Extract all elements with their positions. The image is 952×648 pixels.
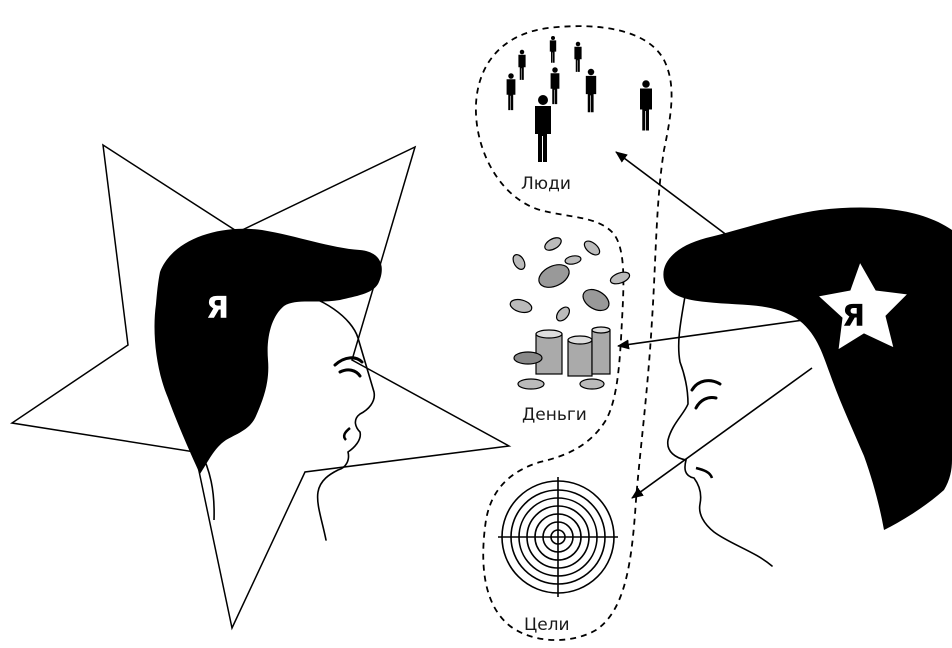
coin [512, 254, 526, 270]
people-group [506, 36, 652, 162]
person-figure [549, 36, 557, 63]
right-self-label: Я [842, 299, 865, 334]
coin [564, 255, 582, 265]
money-label: Деньги [522, 405, 587, 425]
right-star [816, 260, 910, 351]
person-figure [550, 67, 560, 105]
right-eye [690, 379, 722, 410]
left-face-profile [289, 291, 376, 541]
coin [538, 264, 570, 288]
coin [544, 237, 562, 251]
goals-label: Цели [524, 615, 570, 635]
person-figure [506, 73, 516, 111]
left-figure: Я [9, 143, 512, 631]
coin [509, 298, 533, 314]
right-figure: Я [663, 207, 952, 567]
person-figure [535, 95, 551, 162]
person-figure [585, 68, 597, 113]
money-group [509, 237, 631, 390]
people-label: Люди [521, 174, 571, 194]
right-face-profile [666, 289, 773, 567]
right-hair [663, 207, 952, 531]
coin [582, 288, 610, 312]
arrow-to-goals [631, 367, 813, 499]
left-self-label: Я [206, 291, 229, 326]
person-figure [640, 80, 652, 131]
coin [583, 240, 601, 256]
coin [555, 306, 571, 322]
targets-dashed-boundary [475, 25, 673, 641]
person-figure [518, 49, 526, 80]
person-figure [574, 41, 582, 72]
left-eye [333, 356, 364, 378]
right-mouth [695, 466, 714, 479]
coin-stack [513, 326, 611, 390]
left-mouth [342, 427, 351, 441]
arrows [615, 151, 819, 499]
arrow-to-people [615, 151, 729, 237]
arrow-to-money [617, 317, 819, 350]
goal-target [498, 477, 618, 597]
coin [609, 271, 631, 285]
left-hair [154, 228, 382, 474]
